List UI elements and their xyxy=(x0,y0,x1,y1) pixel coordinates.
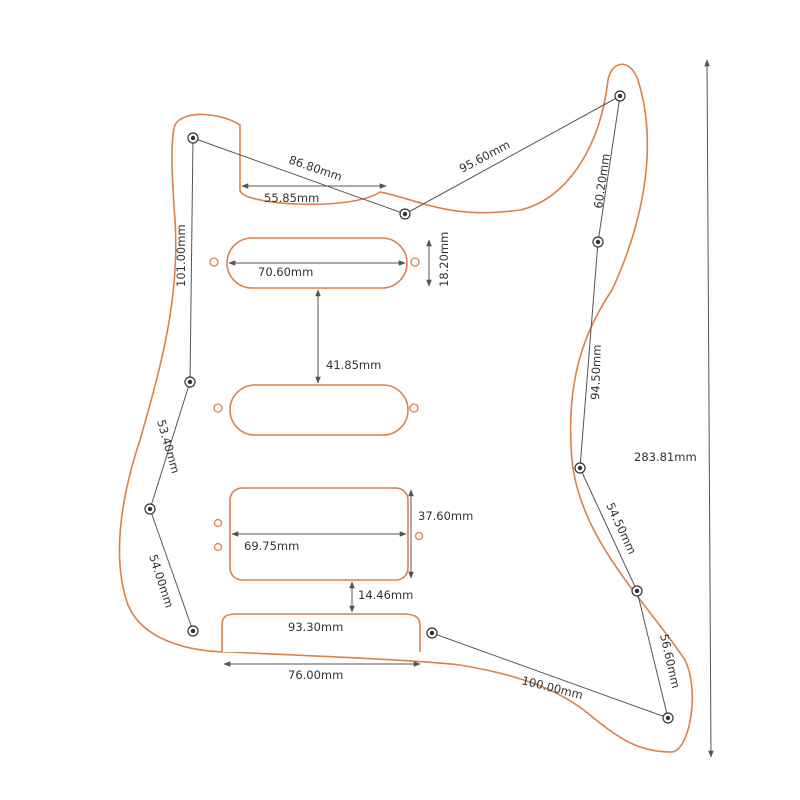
humbucker-right-hole xyxy=(414,531,424,541)
humbucker-left-hole-bottom xyxy=(213,542,223,552)
label-101-00: 101.00mm xyxy=(174,224,188,287)
screw-hole-3 xyxy=(614,90,626,102)
label-56-60: 56.60mm xyxy=(657,633,683,690)
label-86-80: 86.80mm xyxy=(287,153,344,184)
bridge-cutout xyxy=(221,613,421,652)
label-54-00: 54.00mm xyxy=(146,553,176,610)
screw-hole-5 xyxy=(574,462,586,474)
middle-pickup-cutout xyxy=(229,384,409,436)
label-283-81: 283.81mm xyxy=(634,450,697,464)
label-94-50: 94.50mm xyxy=(588,344,604,400)
screw-hole-4 xyxy=(592,236,604,248)
humbucker-left-hole-top xyxy=(213,518,223,528)
screw-hole-8 xyxy=(426,627,438,639)
screw-holes xyxy=(144,90,674,724)
screw-hole-2 xyxy=(399,208,411,220)
label-69-75: 69.75mm xyxy=(244,539,299,553)
label-53-40: 53.40mm xyxy=(154,418,183,475)
neck-right-hole xyxy=(410,257,420,267)
neck-left-hole xyxy=(209,257,219,267)
label-41-85: 41.85mm xyxy=(326,358,381,372)
label-54-50: 54.50mm xyxy=(603,500,639,556)
middle-left-hole xyxy=(213,403,223,413)
screw-hole-11 xyxy=(184,376,196,388)
label-18-20: 18.20mm xyxy=(437,232,451,287)
screw-connector-lines xyxy=(149,95,669,719)
label-70-60: 70.60mm xyxy=(258,265,313,279)
screw-hole-1 xyxy=(187,132,199,144)
dimension-arrows xyxy=(223,59,714,758)
screw-hole-7 xyxy=(662,712,674,724)
label-76-00: 76.00mm xyxy=(288,668,343,682)
label-60-20: 60.20mm xyxy=(591,153,613,210)
pickguard-outline xyxy=(118,63,694,753)
screw-hole-6 xyxy=(631,585,643,597)
label-37-60: 37.60mm xyxy=(418,509,473,523)
label-14-46: 14.46mm xyxy=(358,588,413,602)
screw-hole-10 xyxy=(144,503,156,515)
label-55-85: 55.85mm xyxy=(264,191,319,205)
label-93-30: 93.30mm xyxy=(288,620,343,634)
screw-hole-9 xyxy=(187,625,199,637)
middle-right-hole xyxy=(409,403,419,413)
label-100-00: 100.00mm xyxy=(520,673,584,702)
